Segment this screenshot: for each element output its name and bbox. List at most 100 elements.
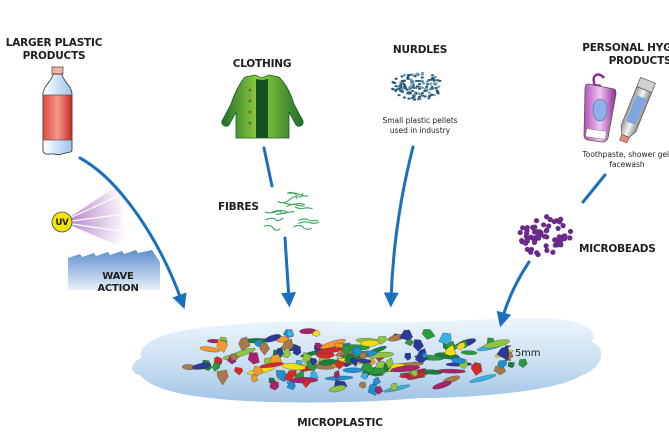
fibre-strand (277, 196, 298, 204)
nurdle-pellet (398, 84, 402, 87)
microplastic-fragment (286, 329, 295, 338)
microplastic-fragment (342, 367, 363, 373)
nurdle-pellet (400, 75, 404, 78)
microplastic-fragment (404, 338, 415, 347)
microbead (517, 229, 523, 236)
nurdle-pellet (420, 71, 425, 75)
microplastic-fragment (444, 344, 457, 357)
wave-icon (68, 250, 160, 290)
label-clothing: CLOTHING (232, 58, 292, 70)
microbead (524, 224, 530, 231)
caption-personal-hygiene: Toothpaste, shower gel, facewash (572, 150, 669, 170)
microplastic-fragment (377, 336, 388, 345)
label-larger-plastic: LARGER PLASTIC PRODUCTS (0, 37, 108, 63)
nurdle-pellet (430, 74, 435, 77)
microbead (560, 223, 566, 229)
microplastic-fragment (410, 369, 418, 378)
microplastic-fragment (333, 370, 340, 379)
microplastic-fragment (282, 347, 291, 359)
microplastic-fragment (352, 346, 364, 357)
caption-hygiene-line1: Toothpaste, shower gel, (582, 150, 669, 159)
nurdle-pellet (429, 93, 433, 96)
microbead (528, 246, 535, 253)
fibres-icon (263, 191, 320, 231)
nurdle-pellet (402, 79, 406, 82)
nurdle-pellet (394, 88, 399, 91)
microbead (555, 225, 561, 232)
nurdle-pellet (411, 89, 415, 93)
nurdle-pellet (415, 85, 419, 88)
nurdle-pellet (432, 79, 436, 82)
microbead (556, 219, 563, 225)
microplastic-fragment (314, 342, 323, 350)
nurdle-pellet (417, 95, 422, 99)
microplastic-fragment (518, 358, 528, 368)
microplastic-fragment (286, 381, 296, 391)
fibre-strand (293, 224, 312, 230)
nurdle-pellet (418, 85, 422, 89)
microplastic-fragment (483, 339, 510, 349)
nurdle-pellet (425, 85, 429, 88)
nurdle-pellet (430, 78, 434, 81)
microplastic-fragment (292, 346, 302, 356)
nurdle-pellet (400, 90, 405, 93)
arrow-larger-plastic (78, 156, 187, 310)
microplastic-fragment (259, 362, 284, 368)
microplastic-fragment (328, 385, 346, 393)
label-scale-5mm: 5mm (515, 348, 541, 359)
label-fibres: FIBRES (218, 201, 259, 213)
microplastic-fragment (359, 352, 368, 360)
microbead (544, 234, 550, 240)
label-personal-hygiene-line2: PRODUCTS (608, 55, 669, 67)
microplastic-fragment (421, 352, 429, 359)
nurdle-pellet (397, 87, 401, 90)
arrow-fibres (281, 236, 297, 308)
microplastic-fragment (358, 381, 366, 389)
label-wave-action: WAVE ACTION (86, 271, 150, 295)
microbead (543, 243, 549, 249)
nurdle-pellet (421, 82, 426, 85)
microbead (540, 222, 547, 228)
nurdle-pellet (402, 96, 406, 99)
nurdle-pellet (401, 88, 405, 91)
nurdle-pellet (420, 79, 424, 82)
microplastic-fragment (264, 334, 281, 343)
microplastic-fragment (259, 341, 270, 356)
microplastic-fragment (469, 374, 497, 383)
microplastic-fragment (316, 347, 344, 354)
nurdle-pellet (435, 89, 439, 92)
microplastic-fragment (390, 365, 420, 373)
arrow-nurdles (383, 145, 415, 308)
label-microbeads: MICROBEADS (579, 243, 656, 255)
plastic-bottle-icon (42, 66, 73, 156)
fibre-strand (263, 225, 281, 231)
nurdle-pellet (427, 78, 431, 82)
arrow-clothing-to-fibres (262, 146, 274, 188)
nurdle-pellet (427, 91, 431, 94)
nurdle-pellet (433, 76, 438, 79)
nurdle-pellet (409, 86, 413, 89)
microbead (535, 233, 541, 239)
nurdle-pellet (402, 85, 407, 88)
microplastic-fragment (385, 357, 394, 370)
microplastic-fragment (284, 370, 297, 382)
microplastic-fragment (281, 363, 306, 371)
nurdle-pellet (423, 95, 427, 98)
nurdle-pellet (420, 94, 425, 97)
microplastic-fragment (374, 386, 384, 395)
microplastic-fragment (216, 369, 229, 386)
microbead (530, 224, 536, 230)
microplastic-fragment (436, 368, 466, 374)
nurdle-pellet (405, 88, 409, 91)
nurdle-pellet (411, 73, 415, 77)
nurdle-pellet (412, 93, 417, 96)
nurdle-pellet (417, 82, 422, 86)
microplastic-fragment (230, 353, 238, 361)
microbead (519, 237, 525, 244)
microbead (547, 217, 553, 223)
microbead (567, 235, 573, 241)
arrow-hygiene-to-microbeads (581, 173, 607, 204)
microplastic-fragment (251, 374, 259, 383)
jacket-icon (221, 74, 304, 139)
